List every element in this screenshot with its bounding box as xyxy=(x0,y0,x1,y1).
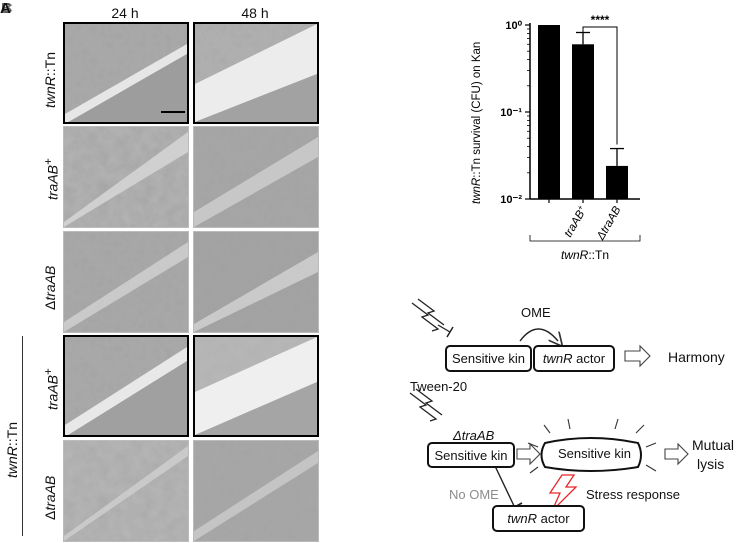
y-tick-label: 10⁻² xyxy=(500,194,522,206)
ome-arrow-icon xyxy=(519,328,558,341)
twnR-actor-bottom-rest: actor xyxy=(537,511,570,526)
significance-stars: **** xyxy=(591,13,610,27)
row-label-4: traAB+ xyxy=(42,368,61,410)
lightning-icon-bottom xyxy=(409,388,443,422)
ome-label: OME xyxy=(521,305,551,320)
micrograph-row4-48h xyxy=(193,335,319,437)
micrograph-image xyxy=(195,337,317,435)
column-header-48h: 48 h xyxy=(241,5,269,21)
sensitive-kin-box-bottom: Sensitive kin xyxy=(427,442,515,468)
micrograph-row3-24h xyxy=(63,231,189,333)
bar-1 xyxy=(572,44,594,199)
x-tick-label-sup: + xyxy=(575,203,585,212)
micrograph-row5-48h xyxy=(193,440,319,542)
row-label-2: traAB+ xyxy=(42,158,61,200)
no-ome-label: No OME xyxy=(449,487,499,502)
x-tick-label-1: traAB+ xyxy=(561,203,590,239)
panel-label-c: C xyxy=(2,0,13,17)
group-bracket xyxy=(529,235,641,242)
micrograph-image xyxy=(194,232,318,332)
micrograph-image xyxy=(64,441,188,541)
y-tick-label: 10⁻¹ xyxy=(500,107,522,119)
group-label-twnR-Tn: twnR::Tn xyxy=(4,422,20,478)
twnR-actor-box-top: twnR actor xyxy=(533,345,615,372)
lysis-arrow-icon xyxy=(664,442,689,466)
micrograph-row3-48h xyxy=(193,231,319,333)
micrograph-row4-24h xyxy=(63,335,189,437)
harmony-arrow-icon xyxy=(624,344,651,368)
stress-response-label: Stress response xyxy=(586,487,680,502)
y-axis-label-rest: ::Tn survival (CFU) on Kan xyxy=(471,42,483,178)
row-label-3-italic: traAB xyxy=(42,265,58,301)
lightning-icon-top xyxy=(411,298,445,332)
y-tick-label: 10⁰ xyxy=(505,20,522,32)
row-label-3: ΔtraAB xyxy=(42,266,58,310)
group-label: twnR::Tn xyxy=(561,248,609,262)
mutant-label-text: ΔtraAB xyxy=(453,428,495,443)
group-label-rest: ::Tn xyxy=(588,248,609,262)
group-label-italic: twnR xyxy=(4,446,20,478)
inhibition-line-top xyxy=(437,324,451,333)
group-label-italic: twnR xyxy=(561,248,589,262)
significance-bracket xyxy=(582,26,618,145)
panel-label-a: A xyxy=(0,0,11,17)
panel-label-b: B xyxy=(1,0,12,17)
bar-0 xyxy=(538,25,560,199)
micrograph-image xyxy=(195,24,317,122)
stressed-kin-shape xyxy=(540,437,642,472)
row-label-2-italic: traAB xyxy=(44,164,61,200)
mutual-lysis-label-2: lysis xyxy=(697,456,725,472)
stressed-kin-label: Sensitive kin xyxy=(558,446,631,461)
no-ome-line xyxy=(494,465,516,509)
row-label-4-sup: + xyxy=(42,368,55,375)
y-axis-label: twnR::Tn survival (CFU) on Kan xyxy=(471,42,483,204)
micrograph-image xyxy=(194,127,318,227)
micrograph-row1-48h xyxy=(193,22,319,124)
micrograph-image xyxy=(65,24,187,122)
twnR-actor-top-rest: actor xyxy=(572,351,606,366)
inhibition-bar-top xyxy=(446,326,454,338)
row-label-5-italic: traAB xyxy=(42,475,58,511)
y-axis-label-italic: twnR xyxy=(471,178,483,204)
twnR-actor-top-italic: twnR xyxy=(542,351,573,366)
row-label-5-prefix: Δ xyxy=(42,510,58,520)
micrograph-image xyxy=(64,232,188,332)
twnR-actor-box-bottom: twnR actor xyxy=(492,505,585,532)
micrograph-image xyxy=(194,441,318,541)
group-bracket-line xyxy=(22,336,23,536)
tween-label: Tween-20 xyxy=(410,379,468,394)
micrograph-row2-48h xyxy=(193,126,319,228)
row-label-3-prefix: Δ xyxy=(42,300,58,310)
micrograph-row5-24h xyxy=(63,440,189,542)
column-header-24h: 24 h xyxy=(111,5,139,21)
sensitive-kin-bottom-label: Sensitive kin xyxy=(434,447,508,463)
x-tick-label-2: ΔtraAB xyxy=(594,204,623,243)
model-diagram xyxy=(409,298,689,512)
sensitive-kin-top-label: Sensitive kin xyxy=(452,351,525,366)
mutant-label: ΔtraAB xyxy=(453,428,494,443)
micrograph-image xyxy=(64,127,188,227)
kin-arrow-icon xyxy=(516,442,541,466)
row-label-1-rest: ::Tn xyxy=(42,51,58,77)
row-label-4-italic: traAB xyxy=(44,374,61,410)
harmony-label: Harmony xyxy=(668,349,725,365)
micrograph-row2-24h xyxy=(63,126,189,228)
bar-2 xyxy=(606,165,628,199)
group-label-rest: ::Tn xyxy=(4,421,20,447)
stress-lightning-icon xyxy=(548,474,578,512)
micrograph-image xyxy=(65,337,187,435)
sensitive-kin-box-top: Sensitive kin xyxy=(445,345,532,372)
micrograph-row1-24h xyxy=(63,22,189,124)
row-label-1-italic: twnR xyxy=(42,76,58,108)
stress-rays-icon xyxy=(527,418,657,474)
row-label-1: twnR::Tn xyxy=(42,52,58,108)
mutual-lysis-label-1: Mutual xyxy=(692,437,735,453)
row-label-2-sup: + xyxy=(42,158,55,165)
twnR-actor-bottom-italic: twnR xyxy=(507,511,538,526)
row-label-5: ΔtraAB xyxy=(42,476,58,520)
